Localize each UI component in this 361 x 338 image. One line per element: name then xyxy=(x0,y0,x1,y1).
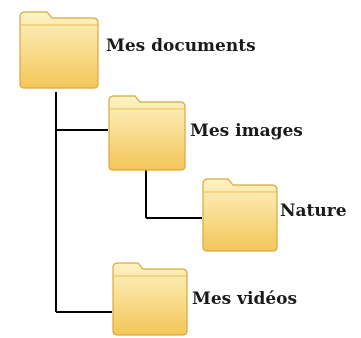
folder-icon xyxy=(112,262,188,336)
tree-node-label: Mes vidéos xyxy=(192,289,298,309)
folder-icon xyxy=(202,178,278,252)
folder-icon xyxy=(19,11,99,89)
tree-node-label: Mes documents xyxy=(106,36,256,56)
folder-icon xyxy=(108,95,186,171)
tree-node-label: Nature xyxy=(280,201,347,221)
tree-node-label: Mes images xyxy=(190,121,303,141)
